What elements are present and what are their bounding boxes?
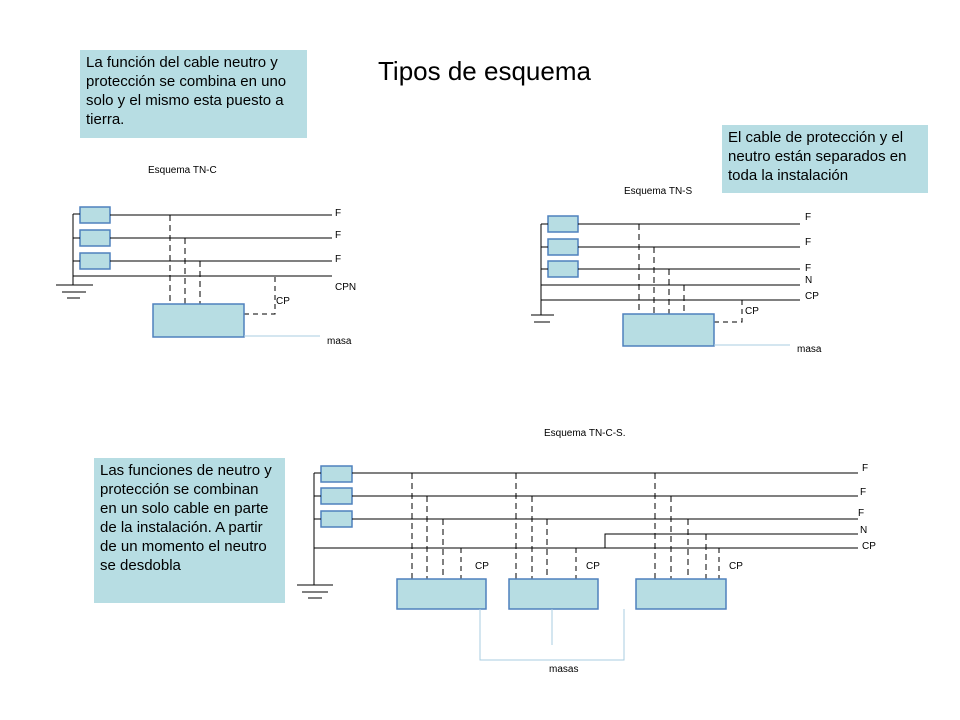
tncs-label-f3: F [858, 508, 864, 519]
tns-label-n: N [805, 275, 812, 286]
tncs-wire-n [604, 533, 858, 548]
tncs-caption: Esquema TN-C-S. [544, 428, 626, 439]
tncs-source-3 [320, 510, 353, 528]
tncs-label-f1: F [862, 463, 868, 474]
tns-label-f3: F [805, 263, 811, 274]
tns-source-1 [547, 215, 579, 233]
tncs-label-cp: CP [862, 541, 876, 552]
tnc-label-cp: CP [276, 296, 290, 307]
tns-label-masa: masa [797, 344, 822, 355]
tnc-label-masa: masa [327, 336, 352, 347]
tnc-caption: Esquema TN-C [148, 165, 217, 176]
tnc-diagram: Esquema TN-C F F F CPN [56, 165, 356, 347]
note-tnc: La función del cable neutro y protección… [80, 50, 307, 138]
tnc-load-box [152, 303, 245, 338]
tncs-load-box-3 [635, 578, 727, 610]
tncs-source-2 [320, 487, 353, 505]
tns-label-f1: F [805, 212, 811, 223]
tncs-ground-icon [297, 584, 333, 599]
tncs-load-box-2 [508, 578, 599, 610]
note-tncs: Las funciones de neutro y protección se … [94, 458, 285, 603]
tncs-source-1 [320, 465, 353, 483]
tnc-source-3 [79, 252, 111, 270]
tns-label-f2: F [805, 237, 811, 248]
tns-caption: Esquema TN-S [624, 186, 693, 197]
tnc-label-cpn: CPN [335, 282, 356, 293]
tns-label-cp-box: CP [745, 306, 759, 317]
tncs-diagram: Esquema TN-C-S. [297, 428, 876, 675]
tncs-label-n: N [860, 525, 867, 536]
tnc-ground-icon [56, 276, 93, 299]
tns-diagram: Esquema TN-S F F F N CP CP masa [531, 186, 822, 355]
tncs-label-cp-2: CP [586, 561, 600, 572]
tns-source-3 [547, 260, 579, 278]
tncs-label-masas: masas [549, 664, 578, 675]
tncs-load-box-1 [396, 578, 487, 610]
tncs-label-cp-1: CP [475, 561, 489, 572]
page-title: Tipos de esquema [378, 56, 591, 86]
tnc-label-f3: F [335, 254, 341, 265]
tnc-label-f2: F [335, 230, 341, 241]
tncs-label-cp-3: CP [729, 561, 743, 572]
tns-source-2 [547, 238, 579, 256]
tnc-source-2 [79, 229, 111, 247]
tns-ground-icon [531, 314, 554, 323]
tns-load-box [622, 313, 715, 347]
note-tns: El cable de protección y el neutro están… [722, 125, 928, 193]
tns-label-cp: CP [805, 291, 819, 302]
tnc-source-1 [79, 206, 111, 224]
tnc-label-f1: F [335, 208, 341, 219]
tncs-label-f2: F [860, 487, 866, 498]
